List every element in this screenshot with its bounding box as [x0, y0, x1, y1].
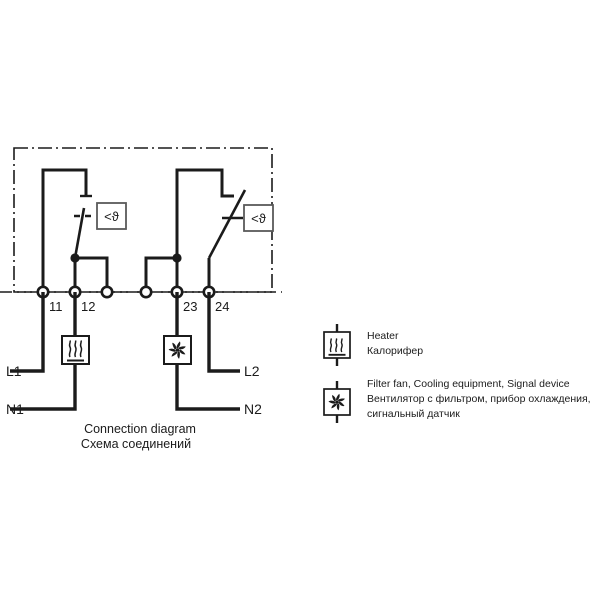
rail-label-l2: L2	[244, 363, 260, 379]
legend-fan-text-ru2: сигнальный датчик	[367, 408, 460, 420]
wire-fan-to-n2	[175, 364, 240, 411]
fan-icon	[328, 393, 345, 411]
thermostat-left-symbol: <ϑ	[104, 209, 120, 224]
heater-device	[61, 335, 90, 365]
rail-label-n1: N1	[6, 401, 24, 417]
wire-11-to-l1	[10, 292, 45, 373]
left-circuit	[41, 168, 109, 292]
left-junction-dot	[70, 253, 80, 263]
right-upper-bus	[175, 168, 234, 292]
thermostat-right-box	[243, 204, 274, 232]
legend-item-fan: Filter fan, Cooling equipment, Signal de…	[323, 378, 591, 423]
fan-icon	[168, 341, 186, 359]
thermostat-right-symbol: <ϑ	[251, 211, 267, 226]
heater-icon	[67, 340, 84, 362]
right-contact-blade	[207, 189, 247, 259]
caption-en: Connection diagram	[84, 422, 196, 436]
terminal-23-label: 23	[183, 299, 197, 314]
wire-24-to-l2	[207, 292, 240, 373]
right-junction-dot	[172, 253, 182, 263]
legend-fan-text-ru: Вентилятор с фильтром, прибор охлаждения…	[367, 393, 591, 405]
thermostat-right: <ϑ	[243, 204, 274, 232]
right-circuit	[144, 168, 247, 292]
heater-icon	[328, 338, 346, 356]
right-jumper	[144, 256, 177, 292]
legend-item-heater: Heater Калорифер	[323, 324, 423, 366]
legend: Heater Калорифер	[323, 324, 591, 423]
legend-heater-text-en: Heater	[367, 330, 399, 342]
terminal-aux-left[interactable]	[100, 285, 114, 299]
fan-device	[163, 335, 192, 365]
terminal-12-label: 12	[81, 299, 95, 314]
caption-ru: Схема соединений	[81, 437, 191, 451]
rail-label-l1: L1	[6, 363, 22, 379]
legend-heater-text-ru: Калорифер	[367, 345, 423, 357]
left-contact-blade	[73, 207, 86, 259]
terminal-24-label: 24	[215, 299, 229, 314]
rail-label-n2: N2	[244, 401, 262, 417]
terminal-aux-right[interactable]	[139, 285, 153, 299]
thermostat-left-box	[96, 202, 127, 230]
thermostat-left: <ϑ	[96, 202, 127, 230]
left-upper-bus	[41, 168, 88, 292]
legend-fan-text-en: Filter fan, Cooling equipment, Signal de…	[367, 378, 570, 390]
terminal-11-label: 11	[49, 299, 63, 314]
left-jumper	[75, 256, 109, 292]
lower-wiring	[10, 292, 240, 411]
wire-heater-to-n1	[10, 364, 77, 411]
